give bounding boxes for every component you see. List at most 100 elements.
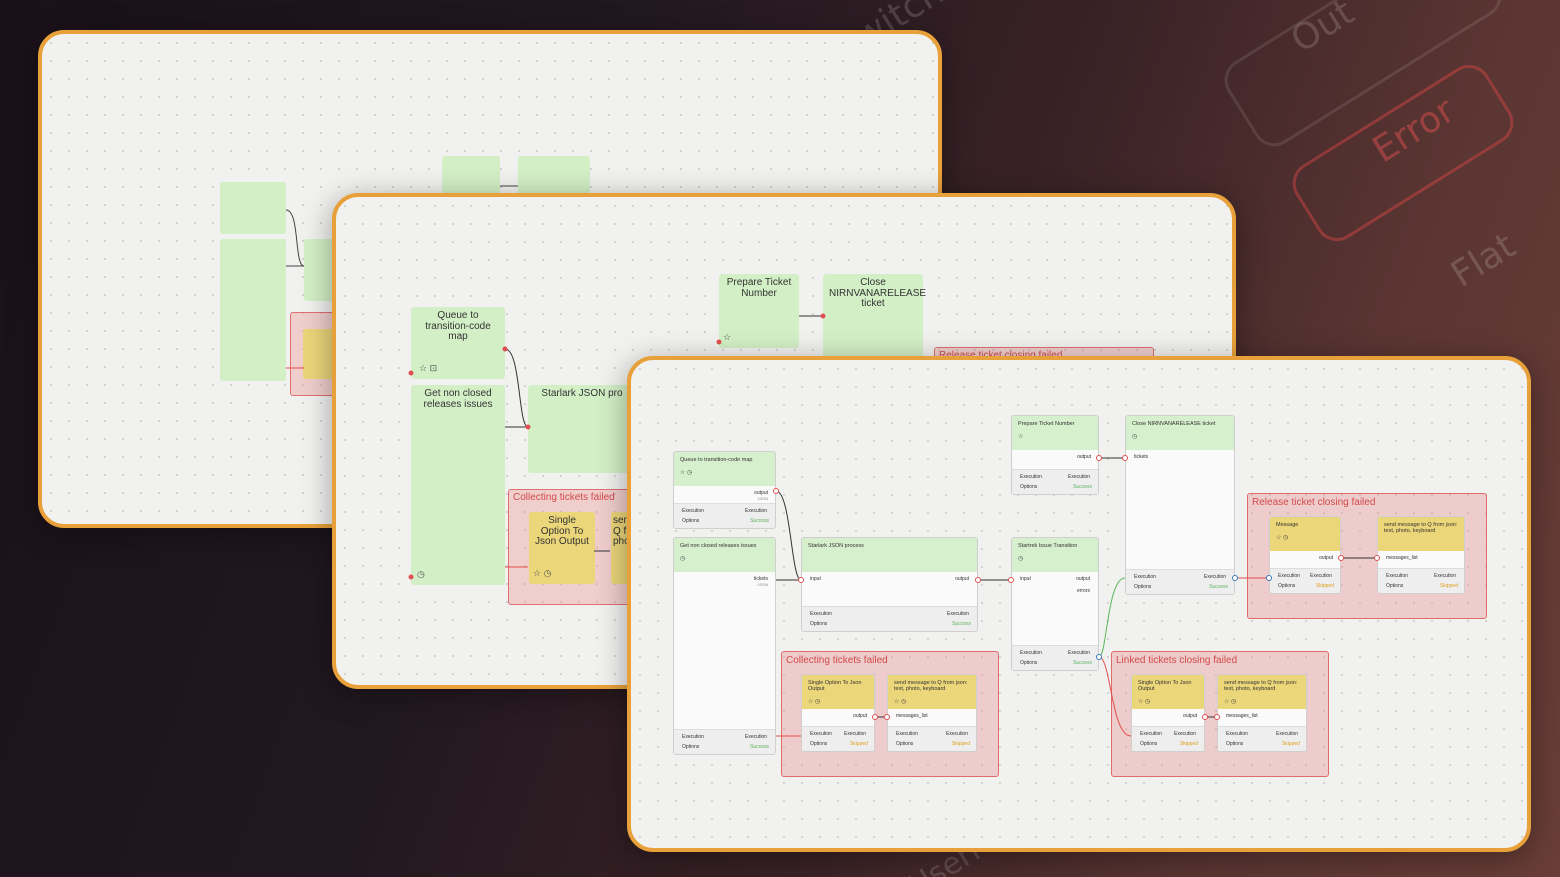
group-collecting-title: Collecting tickets failed [786,655,888,666]
node-get-exec-in: Execution [682,734,704,740]
node-send-collect[interactable]: send message to Q from json: text, photo… [887,674,977,752]
node-close[interactable]: Close NIRNVANARELEASE ticket◷ tickets Ex… [1125,415,1235,595]
node-close-exec-out: Execution [1204,574,1226,580]
node-queue-type: JSON [757,496,768,501]
node-startrek-output: output [1076,576,1090,582]
star-icon: ☆ [1018,434,1024,440]
node-mid-get-non-closed[interactable]: Get non closed releases issues ◷ [411,385,505,585]
node-single-linked[interactable]: Single Option To Json Output☆ ◷ output E… [1131,674,1205,752]
group-mid-collecting-title: Collecting tickets failed [513,492,615,503]
node-send-collect-title: send message to Q from json: text, photo… [894,680,968,692]
star-icon: ☆ ◷ [1276,535,1289,541]
node-send-release-options: Options [1386,583,1404,589]
node-mid-starlark-title: Starlark JSON pro [541,388,623,399]
node-startrek-exec-out: Execution [1068,650,1090,656]
wires-mid [408,313,826,580]
node-get-non-closed[interactable]: Get non closed releases issues◷ tickets … [673,537,776,755]
node-single-collect[interactable]: Single Option To Json Output ☆ ◷ output E… [801,674,875,752]
node-send-collect-options: Options [896,741,914,747]
star-icon: ☆ ⊡ [419,363,438,373]
node-starlark[interactable]: Starlark JSON process input output Execu… [801,537,978,632]
node-queue[interactable]: Queue to transition-code map☆ ◷ output J… [673,451,776,529]
node-message-options: Options [1278,583,1296,589]
node-queue-options: Options [682,518,700,524]
node-mid-single-option[interactable]: Single Option To Json Output ☆ ◷ [529,512,595,584]
node-mid-queue-title: Queue to transition-code map [425,310,491,342]
node-send-linked-title: send message to Q from json: text, photo… [1224,680,1298,692]
node-send-linked-exec-out: Execution [1276,731,1298,737]
clock-icon: ◷ [1018,556,1024,562]
clock-icon: ◷ [417,569,425,579]
group-mid-release-title: Release ticket closing failed [935,348,1153,363]
node-send-release[interactable]: send message to Q from json: text, photo… [1377,516,1465,594]
node-send-collect-exec-out: Execution [946,731,968,737]
node-mid-send-partial-title: sen Q fr pho [613,515,630,547]
node-starlark-output: output [955,576,969,582]
node-starlark-title: Starlark JSON process [808,543,864,549]
node-send-linked-exec-in: Execution [1226,731,1248,737]
node-single-collect-output: output [853,713,867,719]
node-send-collect-status: Skipped [951,741,970,747]
node-send-linked-status: Skipped [1281,741,1300,747]
node-startrek-title: Startrek Issue Transition [1018,543,1078,549]
star-icon: ☆ ◷ [894,699,907,705]
node-starlark-exec-out: Execution [947,611,969,617]
node-startrek[interactable]: Startrek Issue Transition◷ input output … [1011,537,1099,671]
node-send-collect-input: messages_list [896,713,928,719]
node-startrek-errors: errors [1076,588,1090,594]
node-message-status: Skipped [1315,583,1334,589]
node-mid-prepare-title: Prepare Ticket Number [726,277,792,299]
node-single-linked-status: Skipped [1179,741,1198,747]
node-single-collect-options: Options [810,741,828,747]
panel-front: Collecting tickets failed Linked tickets… [627,356,1531,852]
node-get-non-closed-output: tickets [753,576,768,582]
node-get-options: Options [682,744,700,750]
node-single-collect-title: Single Option To Json Output [808,680,862,692]
node-close-status: Success [1209,584,1228,590]
star-icon: ☆ ◷ [680,470,693,476]
node-prepare-output: output [1077,454,1091,460]
node-message[interactable]: Message☆ ◷ output Execution Execution Op… [1269,516,1341,594]
node-send-linked-input: messages_list [1226,713,1258,719]
node-single-linked-output: output [1183,713,1197,719]
node-starlark-status: Success [952,621,971,627]
node-single-linked-exec-out: Execution [1174,731,1196,737]
node-single-linked-options: Options [1140,741,1158,747]
node-get-status: Success [750,744,769,750]
node-mid-close-title: Close NIRNVANARELEASE ticket [829,277,927,309]
clock-icon: ◷ [680,556,686,562]
node-startrek-input: input [1020,576,1031,582]
node-startrek-status: Success [1073,660,1092,666]
node-startrek-exec-in: Execution [1020,650,1042,656]
node-get-non-closed-type: JSON [757,582,768,587]
node-startrek-options: Options [1020,660,1038,666]
star-icon: ☆ [723,332,732,342]
node-queue-status: Success [750,518,769,524]
group-linked-title: Linked tickets closing failed [1116,655,1238,666]
node-close-input: tickets [1134,454,1149,460]
node-back-2[interactable] [220,239,286,381]
group-release-title: Release ticket closing failed [1252,497,1376,508]
node-mid-starlark[interactable]: Starlark JSON pro [528,385,636,473]
node-single-collect-exec-in: Execution [810,731,832,737]
node-send-linked[interactable]: send message to Q from json: text, photo… [1217,674,1307,752]
node-back-1[interactable] [220,182,286,234]
node-message-output: output [1319,555,1333,561]
node-send-release-title: send message to Q from json: text, photo… [1384,522,1458,534]
node-send-release-status: Skipped [1439,583,1458,589]
node-prepare-exec-out: Execution [1068,474,1090,480]
node-mid-get-non-closed-title: Get non closed releases issues [423,388,493,410]
wires-back [285,185,518,369]
node-message-exec-out: Execution [1310,573,1332,579]
node-single-linked-title: Single Option To Json Output [1138,680,1192,692]
node-mid-queue[interactable]: Queue to transition-code map ☆ ⊡ [411,307,505,379]
star-icon: ☆ ◷ [808,699,821,705]
node-close-exec-in: Execution [1134,574,1156,580]
node-prepare[interactable]: Prepare Ticket Number☆ output Execution … [1011,415,1099,495]
node-message-title: Message [1276,522,1299,528]
node-single-linked-exec-in: Execution [1140,731,1162,737]
node-queue-output: output [754,490,768,496]
node-prepare-title: Prepare Ticket Number [1018,421,1075,427]
node-mid-prepare[interactable]: Prepare Ticket Number ☆ [719,274,799,348]
clock-icon: ◷ [1132,434,1138,440]
